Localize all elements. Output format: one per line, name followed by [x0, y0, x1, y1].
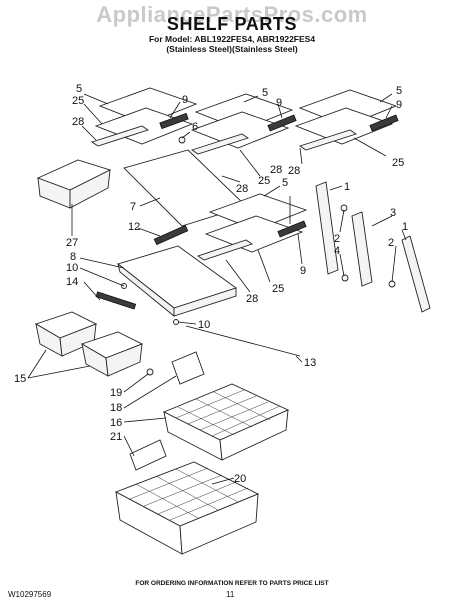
- callout-4: 4: [334, 245, 340, 257]
- rod-part-13: [185, 325, 301, 357]
- model-line: For Model: ABL1922FES4, ABR1922FES4: [148, 34, 316, 44]
- shelf-trim-part-9d: [277, 220, 307, 238]
- callout-27: 27: [66, 237, 78, 249]
- callout-10a: 10: [66, 262, 78, 274]
- callout-5d: 5: [282, 177, 288, 189]
- shelf-assembly-mid-right: [196, 193, 308, 261]
- shelf-rail-part-28c: [298, 129, 358, 151]
- page-title: SHELF PARTS: [166, 14, 298, 34]
- trim-part-14: [95, 291, 137, 310]
- page-number: 11: [226, 590, 235, 599]
- shelf-rail-part-28d: [196, 239, 254, 261]
- callout-8: 8: [70, 251, 76, 263]
- callout-7: 7: [130, 201, 136, 213]
- deli-drawer-assembly: [95, 224, 237, 325]
- callout-16: 16: [110, 417, 122, 429]
- screw-part-4: [341, 274, 349, 282]
- callout-5a: 5: [76, 83, 82, 95]
- document-number: W10297569: [8, 590, 52, 599]
- callout-21: 21: [110, 431, 122, 443]
- shelf-trim-part-9c: [369, 114, 399, 132]
- callout-9d: 9: [300, 265, 306, 277]
- shelf-trim-part-9b: [267, 114, 297, 132]
- bracket-part-3: [351, 211, 373, 287]
- screw-part-19: [146, 368, 154, 376]
- callout-25a: 25: [72, 95, 84, 107]
- shelf-rail-part-28: [90, 125, 150, 147]
- callout-28d: 28: [246, 293, 258, 305]
- shelf-rail-part-28b: [190, 133, 250, 155]
- callout-19: 19: [110, 387, 122, 399]
- callout-10b: 10: [198, 319, 210, 331]
- callout-25c: 25: [392, 157, 404, 169]
- callout-5c: 5: [396, 85, 402, 97]
- callout-1b: 1: [402, 221, 408, 233]
- shelf-trim-part-9: [159, 112, 189, 130]
- callout-25d: 25: [272, 283, 284, 295]
- callout-2b: 2: [388, 237, 394, 249]
- wire-basket-part-16: [162, 383, 290, 461]
- callout-28e: 28: [236, 183, 248, 195]
- callout-labels: 5 25 9 28 6 5 9 28 25 5 9 28 25 28 7 27 …: [14, 83, 408, 485]
- callout-9b: 9: [276, 97, 282, 109]
- wire-basket-part-20: [114, 461, 260, 555]
- shelf-assembly-top-center: [190, 93, 297, 155]
- callout-15: 15: [14, 373, 26, 385]
- bracket-part-1b: [401, 235, 431, 313]
- screw-part-10b: [173, 319, 179, 325]
- screw-part-6: [178, 136, 186, 144]
- callout-9a: 9: [182, 94, 188, 106]
- shelf-assembly-top-right: [294, 89, 399, 151]
- callout-9c: 9: [396, 99, 402, 111]
- callout-14: 14: [66, 276, 78, 288]
- callout-1a: 1: [344, 181, 350, 193]
- bins-part-15: [34, 311, 144, 377]
- watermark: AppliancePartsPros.com: [96, 2, 368, 27]
- control-part-12: [153, 224, 189, 246]
- callout-28c: 28: [288, 165, 300, 177]
- callout-13: 13: [304, 357, 316, 369]
- divider-part-21: [129, 439, 167, 471]
- ordering-note: FOR ORDERING INFORMATION REFER TO PARTS …: [135, 580, 329, 587]
- callout-12: 12: [128, 221, 140, 233]
- bracket-part-1: [315, 181, 339, 275]
- shelf-assembly-top-left: [90, 87, 198, 147]
- callout-28b: 28: [270, 164, 282, 176]
- divider-part-18: [171, 351, 205, 385]
- leader-lines: [27, 93, 407, 485]
- callout-28a: 28: [72, 116, 84, 128]
- callout-25b: 25: [258, 175, 270, 187]
- callout-20: 20: [234, 473, 246, 485]
- drawer-part-27: [36, 159, 112, 209]
- callout-6: 6: [192, 121, 198, 133]
- callout-5b: 5: [262, 87, 268, 99]
- callout-2a: 2: [334, 233, 340, 245]
- callout-18: 18: [110, 402, 122, 414]
- finish-line: (Stainless Steel)(Stainless Steel): [166, 44, 298, 54]
- callout-3: 3: [390, 207, 396, 219]
